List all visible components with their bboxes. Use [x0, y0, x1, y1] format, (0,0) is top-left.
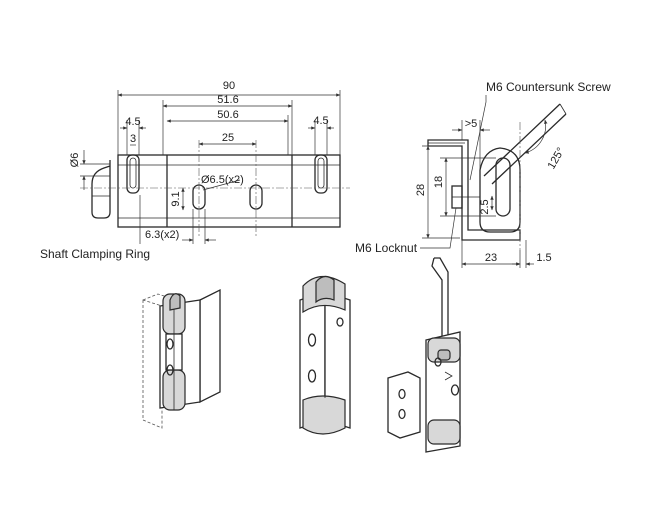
- side-slot: [495, 157, 511, 217]
- dim-gap: >5: [465, 118, 478, 130]
- dim-shaft-dia: Ø6: [69, 153, 81, 168]
- hinge-body-outline: [117, 154, 341, 228]
- dim-depth: 23: [485, 252, 497, 264]
- label-locknut: M6 Locknut: [355, 241, 418, 255]
- dim-slot-width-left: 4.5: [125, 116, 140, 128]
- dim-height-outer: 28: [415, 184, 427, 196]
- dim-slot-inner: 3: [130, 133, 136, 145]
- label-clamping-ring: Shaft Clamping Ring: [40, 247, 150, 261]
- front-view: 90 51.6 50.6 25 4.5 3 4.5 Ø6: [40, 80, 350, 261]
- dim-plate-thickness: 1.5: [536, 252, 551, 264]
- dim-slot-depth: 6.3(x2): [145, 229, 179, 241]
- dim-outer-span: 51.6: [217, 94, 238, 106]
- iso-view-installed: [142, 288, 221, 429]
- iso-view-hinge: [299, 275, 351, 435]
- left-slot: [126, 154, 140, 194]
- dim-slot-width-right: 4.5: [313, 115, 328, 127]
- dim-angle: 125°: [546, 146, 568, 172]
- dim-hole-offset: 9.1: [170, 191, 182, 206]
- dim-inner-span: 50.6: [217, 109, 238, 121]
- dim-overall-length: 90: [223, 80, 235, 92]
- shaft: [91, 160, 111, 219]
- iso3-leaf: [387, 371, 421, 439]
- dim-hole-pitch: 25: [222, 132, 234, 144]
- dim-hole-dia: Ø6.5(x2): [201, 174, 244, 186]
- iso-view-exploded: [387, 257, 461, 453]
- iso1-back-plate: [199, 288, 221, 404]
- right-slot: [314, 154, 328, 194]
- label-countersunk-screw: M6 Countersunk Screw: [486, 80, 611, 94]
- side-view: 125° >5 28 18 2.5 23 1.5 M6 Countersunk: [355, 80, 611, 268]
- dim-thickness: 2.5: [479, 199, 491, 214]
- dim-height-inner: 18: [433, 176, 445, 188]
